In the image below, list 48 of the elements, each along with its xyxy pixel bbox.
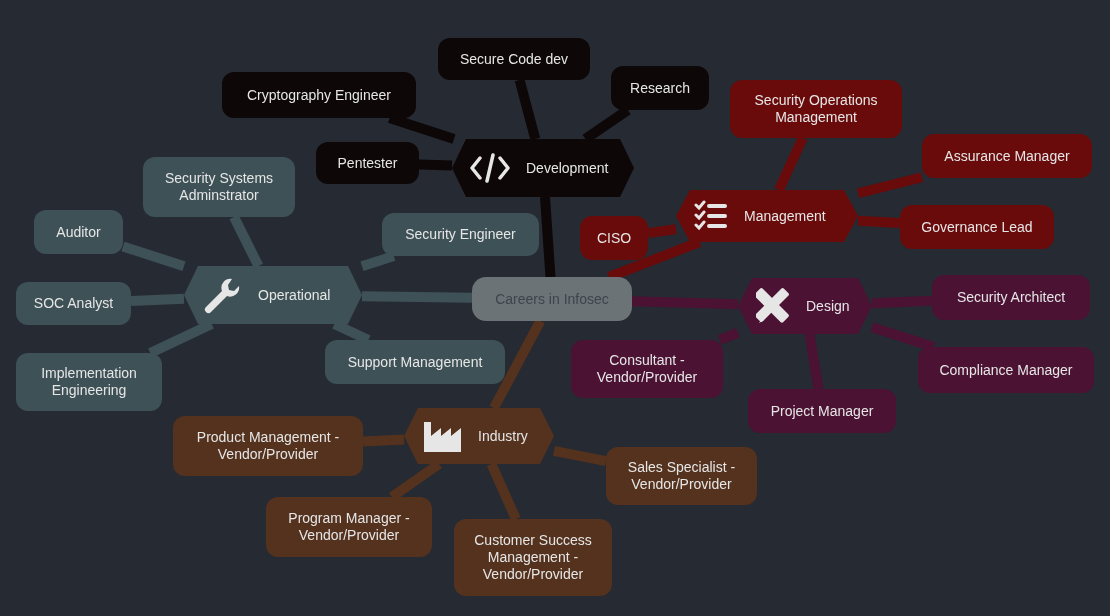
connector [870,322,936,352]
role-box: Sales Specialist - Vendor/Provider [606,447,757,505]
role-box: Project Manager [748,389,896,433]
role-box: Support Management [325,340,505,384]
role-box: Assurance Manager [922,134,1092,178]
connector [121,241,186,271]
connector [514,78,541,141]
role-box: Security Systems Adminstrator [143,157,295,217]
role-box: Governance Lead [900,205,1054,249]
connector [418,159,453,171]
role-box: Compliance Manager [918,347,1094,393]
connector [647,224,677,239]
role-box: SOC Analyst [16,282,131,325]
role-box: Secure Code dev [438,38,590,80]
role-box: Product Management - Vendor/Provider [173,416,363,476]
role-box: Program Manager - Vendor/Provider [266,497,432,557]
role-box: CISO [580,216,648,260]
connector [540,196,556,278]
connector [856,172,924,199]
role-box: Cryptography Engineer [222,72,416,118]
connector [360,251,396,272]
role-box: Consultant - Vendor/Provider [571,340,723,398]
role-box: Research [611,66,709,110]
role-box: Security Architect [932,275,1090,320]
connector [229,214,263,269]
connector [489,318,545,411]
role-box: Security Operations Management [730,80,902,138]
branch-label: Management [744,207,826,225]
branch-label: Development [526,159,609,177]
role-box: Implementation Engineering [16,353,162,411]
branch-label: Design [806,297,850,315]
branch-node [738,278,872,334]
connector [130,293,185,307]
connector [631,296,739,310]
role-box: Pentester [316,142,419,184]
connector [857,215,901,228]
connector [774,135,808,193]
role-box: Customer Success Management - Vendor/Provider [454,519,612,596]
connector [717,328,740,345]
connector [871,295,933,309]
branch-label: Industry [478,427,528,445]
branch-label: Operational [258,286,331,304]
connector [553,445,607,466]
role-box: Security Engineer [382,213,539,256]
connector [362,434,405,447]
role-box: Auditor [34,210,123,254]
connector [804,333,824,390]
connector [361,291,473,303]
